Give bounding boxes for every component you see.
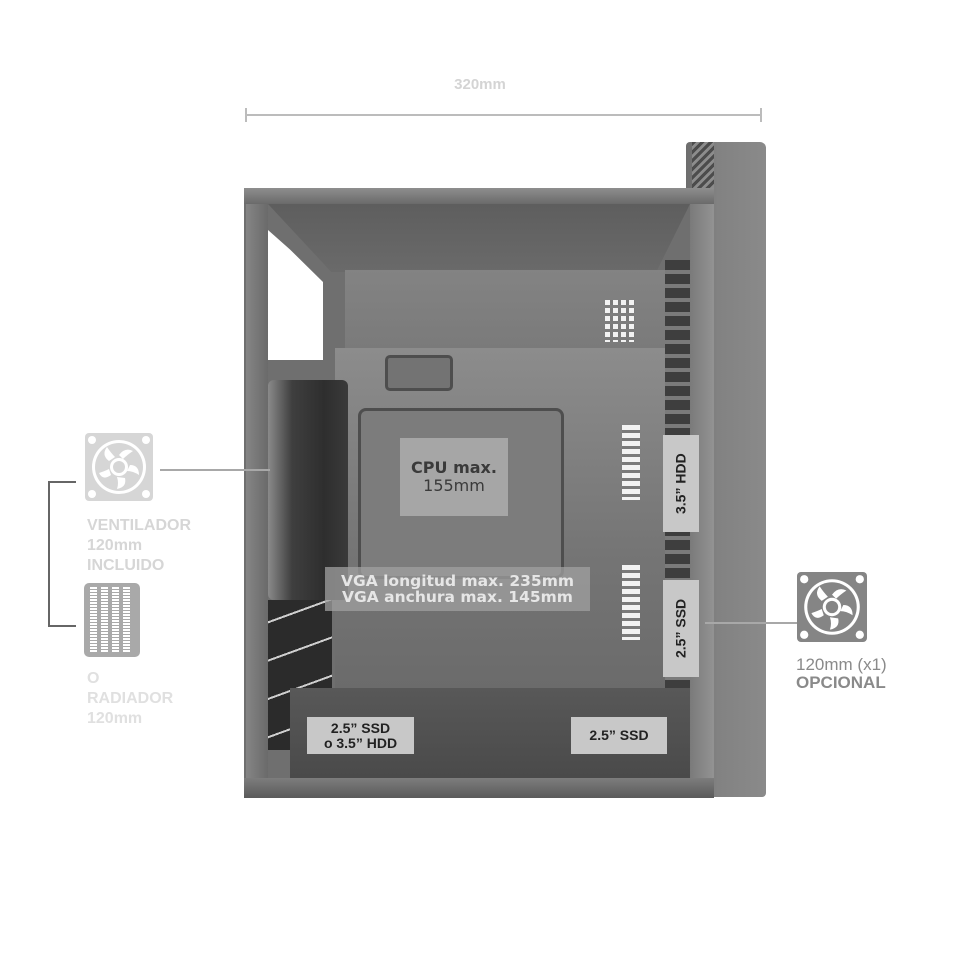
dimension-tick-right (760, 108, 762, 122)
optional-fan-label: OPCIONAL (796, 673, 886, 692)
psu-vent (605, 300, 635, 342)
included-fan-text: VENTILADOR 120mm INCLUIDO (87, 516, 191, 576)
vga-width-text: VGA anchura max. 145mm (342, 588, 573, 606)
case-rear-post (246, 204, 268, 778)
fan-icon (85, 433, 153, 501)
floor-left-line1: 2.5” SSD (330, 719, 391, 736)
cpu-label-line1: CPU max. (411, 457, 497, 477)
floor-ssd-label: 2.5” SSD (571, 717, 667, 754)
side-hdd-label: 3.5” HDD (663, 435, 699, 532)
radiator-text: O RADIADOR 120mm (87, 669, 173, 729)
optional-fan-callout-line (705, 622, 798, 624)
side-ssd-label: 2.5” SSD (663, 580, 699, 677)
fan-text-line1: VENTILADOR (87, 517, 191, 534)
tray-vent-lower (622, 565, 640, 640)
cable-cutout (385, 355, 453, 391)
width-dimension-label: 320mm (454, 76, 506, 93)
dimension-tick-left (245, 108, 247, 122)
vga-clearance-label: VGA longitud max. 235mm VGA anchura max.… (325, 567, 590, 611)
front-mesh (692, 142, 714, 202)
vga-length-text: VGA longitud max. 235mm (341, 572, 574, 590)
case-top-rail (244, 188, 714, 204)
width-dimension-line (246, 114, 761, 116)
optional-fan-text: 120mm (x1) OPCIONAL (796, 656, 887, 692)
fan-text-line2: 120mm (87, 537, 143, 554)
optional-fan-size: 120mm (x1) (796, 655, 887, 674)
rear-fan (268, 380, 348, 600)
cpu-clearance-label: CPU max. 155mm (400, 438, 508, 516)
radiator-text-line3: 120mm (87, 710, 143, 727)
radiator-text-line2: RADIADOR (87, 690, 174, 707)
fan-text-line3: INCLUIDO (87, 557, 165, 574)
radiator-text-line1: O (87, 670, 100, 687)
top-panel-interior (268, 204, 690, 272)
tray-vent-upper (622, 425, 640, 500)
cpu-label-line2: 155mm (423, 476, 485, 495)
radiator-fins (90, 587, 134, 653)
floor-ssd-hdd-label: 2.5” SSD o 3.5” HDD (307, 717, 414, 754)
fan-or-radiator-bracket (48, 481, 76, 627)
floor-left-line2: o 3.5” HDD (323, 734, 398, 751)
fan-callout-line (160, 469, 270, 471)
fan-icon (797, 572, 867, 642)
case-bottom-rail (244, 778, 714, 798)
